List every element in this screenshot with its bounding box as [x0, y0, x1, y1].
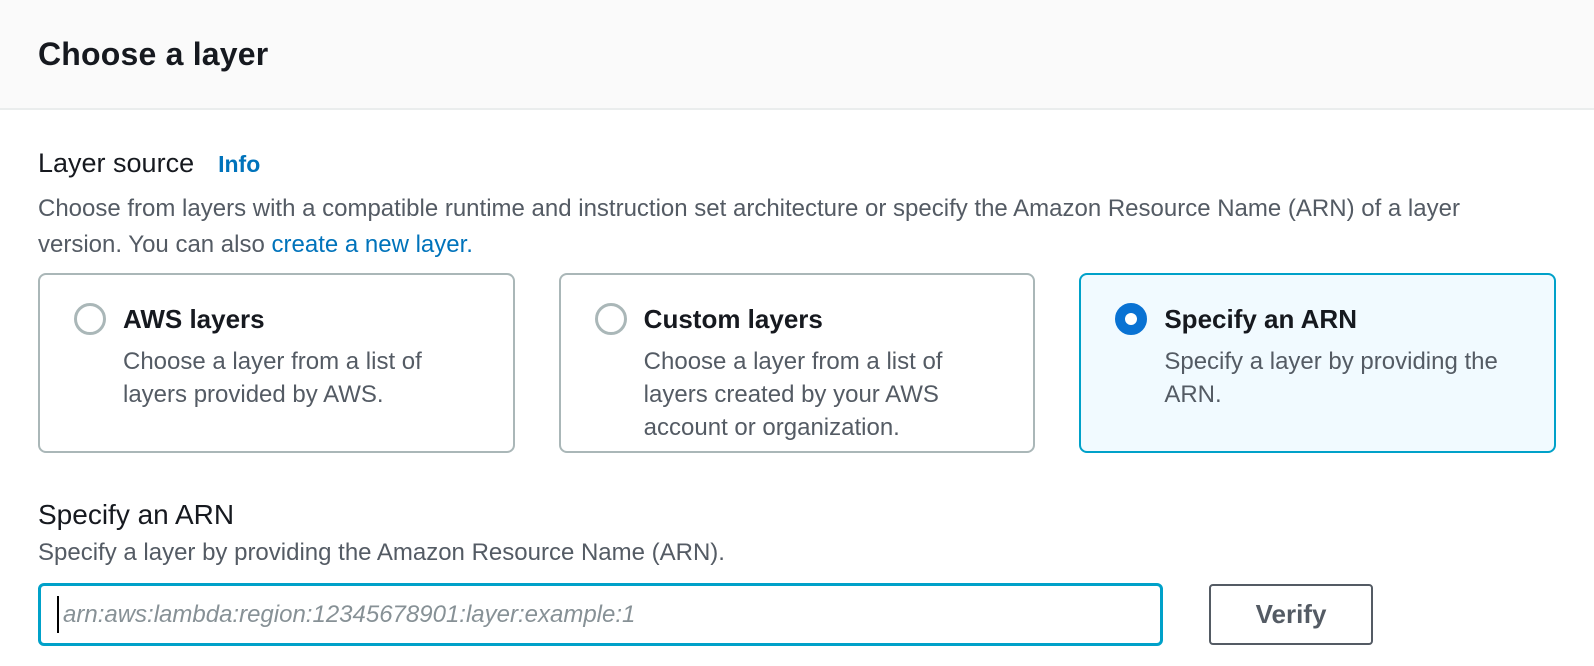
layer-source-tiles: AWS layers Choose a layer from a list of…	[38, 273, 1557, 453]
radio-aws-layers[interactable]	[74, 303, 106, 335]
tile-specify-arn[interactable]: Specify an ARN Specify a layer by provid…	[1079, 273, 1557, 453]
layer-source-label: Layer source	[38, 148, 195, 178]
tile-custom-layers-title-row: Custom layers	[594, 303, 1010, 335]
arn-input[interactable]	[38, 583, 1163, 646]
layer-source-label-row: Layer source Info	[38, 148, 1556, 179]
tile-specify-arn-title-row: Specify an ARN	[1115, 303, 1530, 335]
tile-aws-layers[interactable]: AWS layers Choose a layer from a list of…	[38, 273, 515, 453]
layer-source-description-text: Choose from layers with a compatible run…	[38, 195, 1460, 258]
verify-button[interactable]: Verify	[1209, 584, 1373, 645]
tile-custom-layers-description: Choose a layer from a list of layers cre…	[643, 348, 943, 441]
specify-arn-section: Specify an ARN Specify a layer by provid…	[38, 499, 1556, 646]
panel-body: Layer source Info Choose from layers wit…	[0, 148, 1594, 646]
tile-aws-layers-title: AWS layers	[123, 303, 265, 334]
info-link[interactable]: Info	[218, 151, 261, 177]
layer-source-description: Choose from layers with a compatible run…	[38, 191, 1508, 263]
specify-arn-row: Verify	[38, 583, 1556, 646]
radio-specify-arn[interactable]	[1115, 303, 1148, 335]
arn-input-wrap	[38, 583, 1163, 646]
panel-header: Choose a layer	[0, 0, 1594, 110]
tile-aws-layers-description: Choose a layer from a list of layers pro…	[123, 348, 422, 408]
specify-arn-label: Specify an ARN	[38, 499, 235, 530]
tile-aws-layers-title-row: AWS layers	[74, 303, 489, 335]
page-title: Choose a layer	[38, 35, 269, 72]
tile-custom-layers[interactable]: Custom layers Choose a layer from a list…	[558, 273, 1036, 453]
create-new-layer-link[interactable]: create a new layer.	[271, 231, 473, 258]
tile-custom-layers-title: Custom layers	[643, 303, 823, 334]
tile-specify-arn-description: Specify a layer by providing the ARN.	[1164, 348, 1498, 408]
tile-specify-arn-title: Specify an ARN	[1164, 303, 1357, 334]
specify-arn-description: Specify a layer by providing the Amazon …	[38, 539, 725, 566]
text-caret	[57, 596, 59, 633]
radio-custom-layers[interactable]	[594, 303, 627, 335]
